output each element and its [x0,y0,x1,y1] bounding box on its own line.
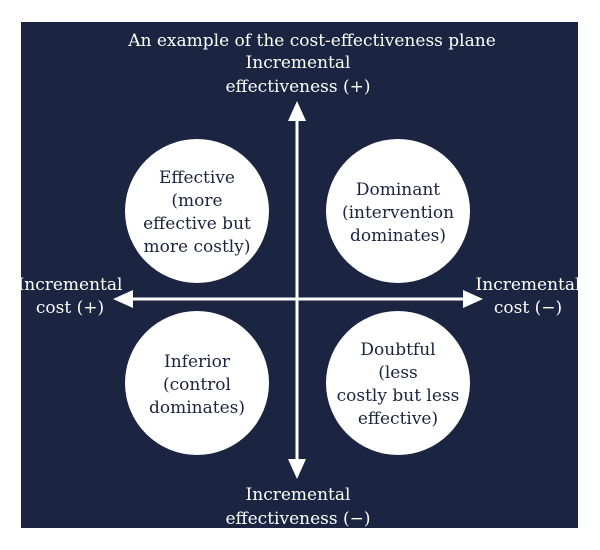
top-axis-label-line1: Incremental [246,53,351,73]
effective-quadrant-circle [125,139,269,283]
doubtful-quadrant-circle [326,311,470,455]
inferior-desc-line2: dominates) [149,398,245,418]
effective-desc-line3: more costly) [144,237,251,257]
doubtful-label: Doubtful [360,340,435,360]
doubtful-desc-line1: (less [378,363,418,383]
right-axis-label-line2: cost (−) [494,298,562,318]
dominant-quadrant-circle [326,139,470,283]
effective-label: Effective [159,168,235,188]
dominant-desc-line2: dominates) [350,226,446,246]
left-axis-label-line1: Incremental [18,275,123,295]
up-arrow-icon [288,101,306,121]
effective-desc-line2: effective but [143,214,251,234]
bottom-axis-label-line2: effectiveness (−) [225,509,370,529]
top-axis-label-line2: effectiveness (+) [225,77,370,97]
effective-desc-line1: (more [171,191,222,211]
right-arrow-icon [463,290,483,308]
inferior-desc-line1: (control [163,375,231,395]
left-axis-label-line2: cost (+) [36,298,104,318]
inferior-label: Inferior [164,352,231,372]
diagram-title: An example of the cost-effectiveness pla… [127,31,496,51]
right-axis-label-line1: Incremental [476,275,581,295]
doubtful-desc-line2: costly but less [337,386,460,406]
diagram-background [21,22,578,528]
bottom-axis-label-line1: Incremental [246,485,351,505]
dominant-label: Dominant [356,180,440,200]
inferior-quadrant-circle [125,311,269,455]
down-arrow-icon [288,459,306,479]
dominant-desc-line1: (intervention [342,203,454,223]
doubtful-desc-line3: effective) [358,409,438,429]
left-arrow-icon [113,290,133,308]
